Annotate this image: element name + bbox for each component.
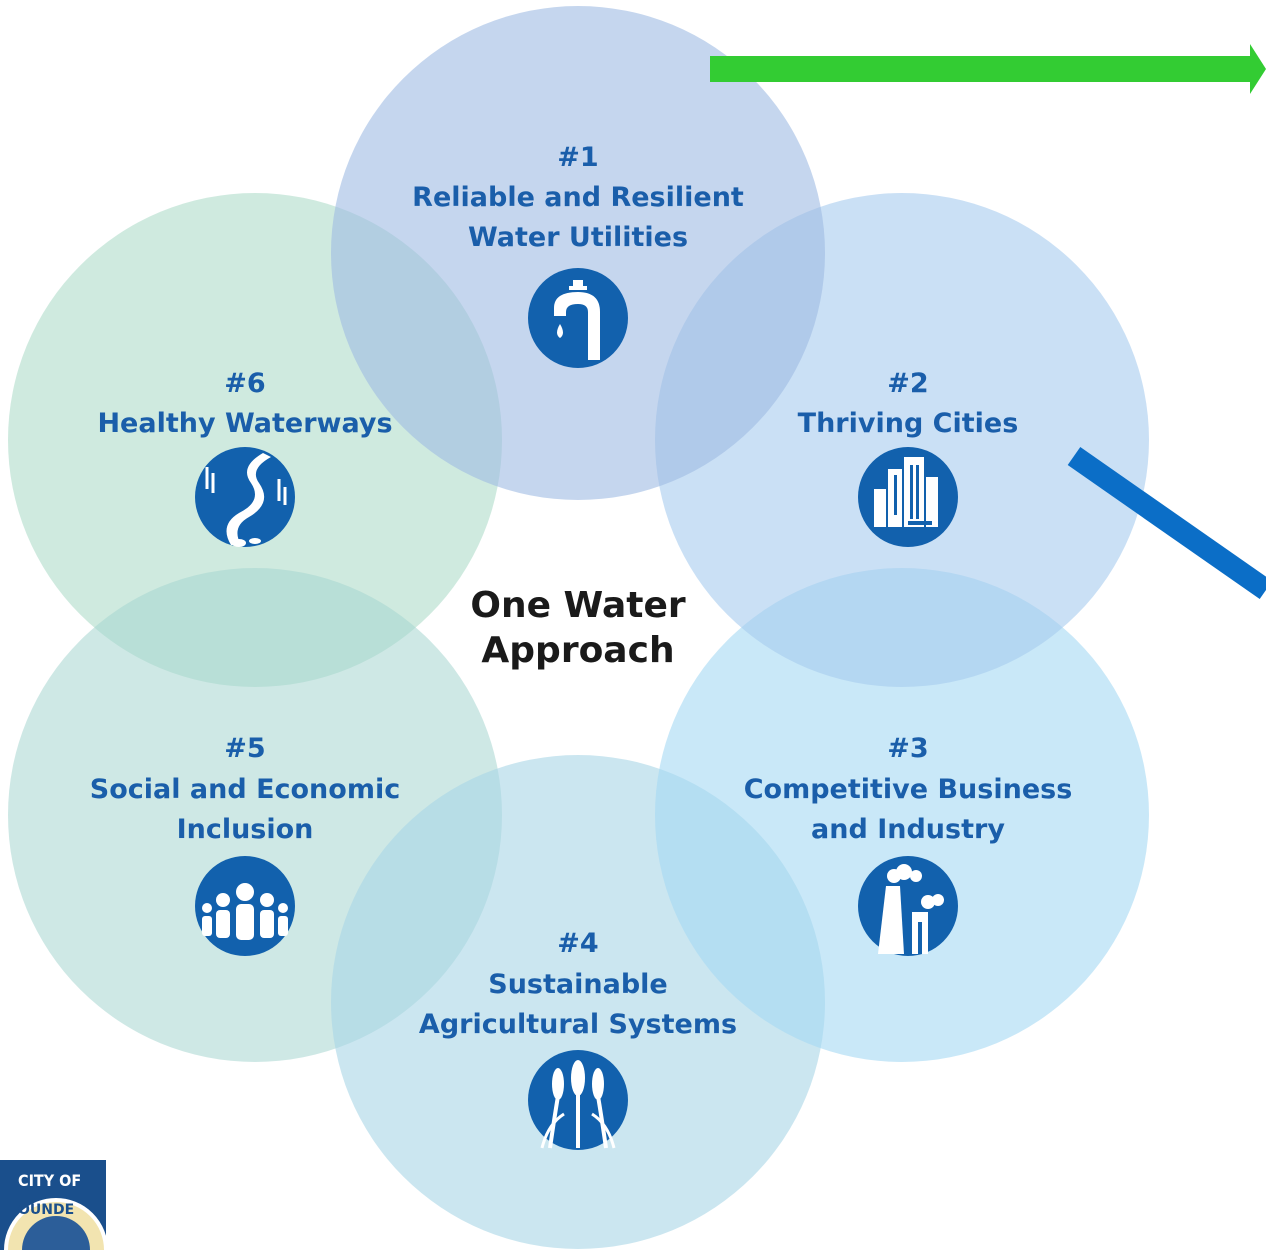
logo-seal-text: OUNDE [18, 1202, 74, 1218]
circle-segment-1 [331, 6, 825, 500]
center-line-2: Approach [481, 630, 674, 671]
wheat-icon [528, 1050, 628, 1150]
segment-6-title-line-1: Healthy Waterways [97, 408, 392, 439]
segment-2: #2 Thriving Cities [798, 368, 1019, 547]
city-seal-icon [4, 1198, 108, 1254]
segment-5: #5 Social and Economic Inclusion [90, 733, 400, 956]
segment-5-title-line-2: Inclusion [177, 814, 314, 845]
factory-icon [858, 856, 958, 956]
center-label: One Water Approach [470, 585, 686, 671]
river-icon [195, 447, 295, 547]
segment-6-number: #6 [224, 368, 265, 399]
segment-4: #4 Sustainable Agricultural Systems [419, 928, 737, 1150]
segment-3-number: #3 [887, 733, 928, 764]
circles [8, 6, 1149, 1249]
blue-arrow [1067, 446, 1266, 600]
segment-6: #6 Healthy Waterways [97, 368, 393, 547]
logo-top-text: CITY OF [18, 1171, 81, 1190]
segment-1-title-line-2: Water Utilities [468, 222, 688, 253]
water-tap-icon [528, 268, 628, 368]
segment-1-title-line-1: Reliable and Resilient [412, 182, 744, 213]
circle-segment-3 [655, 568, 1149, 1062]
segment-4-number: #4 [557, 928, 598, 959]
segment-1-number: #1 [557, 142, 598, 173]
segment-1: #1 Reliable and Resilient Water Utilitie… [412, 142, 744, 368]
segment-2-number: #2 [887, 368, 928, 399]
city-logo: CITY OF OUNDE [0, 1160, 108, 1254]
segment-3-title-line-2: and Industry [811, 814, 1005, 845]
center-line-1: One Water [470, 585, 686, 626]
segment-4-title-line-2: Agricultural Systems [419, 1009, 737, 1040]
segment-2-title-line-1: Thriving Cities [798, 408, 1019, 439]
segment-5-title-line-1: Social and Economic [90, 774, 400, 805]
green-arrow [710, 44, 1266, 94]
segment-3-title-line-1: Competitive Business [744, 774, 1073, 805]
segment-5-number: #5 [224, 733, 265, 764]
people-group-icon [195, 856, 295, 956]
city-buildings-icon [858, 447, 958, 547]
segment-4-title-line-1: Sustainable [488, 969, 667, 1000]
segment-3: #3 Competitive Business and Industry [744, 733, 1073, 956]
